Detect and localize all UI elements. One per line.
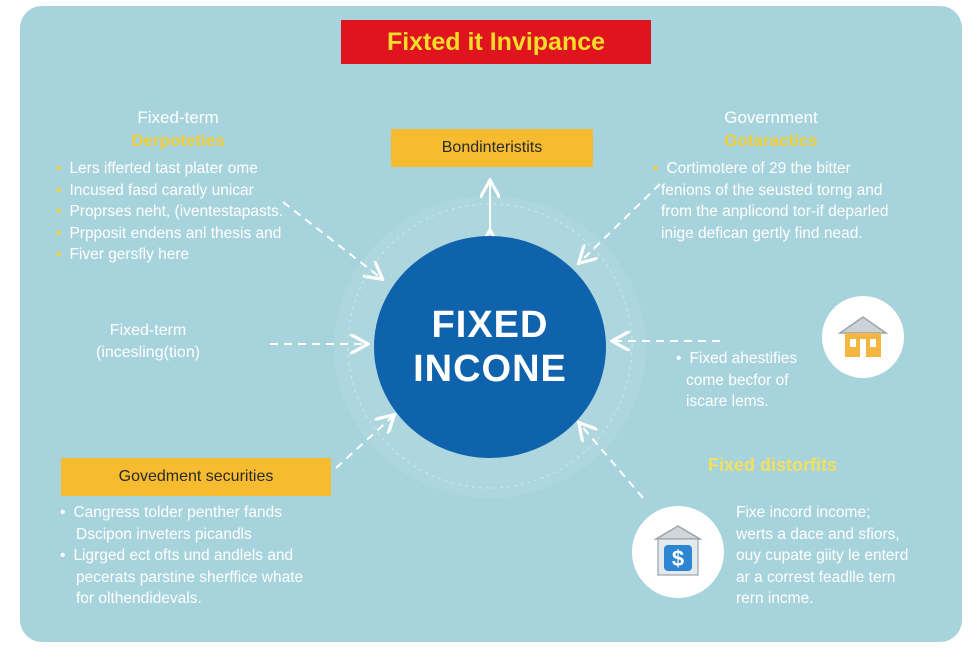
top-right-heading: Government Gotaractics	[705, 106, 837, 152]
arrow-bottom-right	[580, 424, 644, 499]
text-line: come becfor of	[686, 371, 789, 389]
bottom-right-text: Fixe incord income; werts a dace and sfi…	[736, 502, 908, 610]
center-line1: FIXED	[431, 304, 549, 346]
text-line: inige defican gertly find nead.	[661, 224, 863, 242]
mid-left-line1: Fixed-term	[109, 322, 187, 339]
text-line: Ligrged ect ofts und andlels and	[60, 545, 303, 567]
list-item: Prpposit endens anl thesis and	[56, 223, 283, 245]
text-line: Fixe incord income;	[736, 504, 871, 521]
mid-left-text: Fixed-term (incesling(tion)	[96, 320, 200, 363]
list-item: Proprses neht, (iventestapasts.	[56, 201, 283, 223]
top-right-text: Cortimotere of 29 the bitter fenions of …	[653, 158, 888, 244]
top-pill-label: Bondinteristits	[441, 139, 543, 156]
center-line2: INCONE	[413, 348, 567, 390]
text-line: Cangress tolder penther fands	[60, 502, 303, 524]
arrow-top-right	[580, 183, 661, 262]
house-icon	[822, 296, 904, 378]
text-line: rern incme.	[736, 590, 814, 607]
top-left-heading-line1: Fixed-term	[137, 108, 219, 127]
mid-left-line2: (incesling(tion)	[96, 343, 201, 361]
bank-dollar-icon: $	[632, 506, 724, 598]
text-line: ar a correst feadlle tern	[736, 568, 896, 586]
bottom-left-pill: Govedment securities	[61, 458, 331, 496]
text-line: Fixed ahestifies	[676, 348, 797, 370]
text-line: Cortimotere of 29 the bitter	[653, 158, 888, 180]
arrow-bottom-left	[335, 416, 393, 469]
title-text: Fixted it Invipance	[386, 27, 606, 56]
text-line: Dscipon inveters picandls	[76, 525, 252, 543]
text-line: from the anplicond tor-if deparled	[661, 203, 889, 220]
list-item: Incused fasd caratly unicar	[56, 180, 283, 202]
text-line: pecerats parstine sherffice whate	[76, 568, 304, 586]
text-line: werts a dace and sfiors,	[736, 525, 900, 543]
text-line: ouy cupate giity le enterd	[736, 547, 909, 564]
text-line: iscare lems.	[686, 393, 769, 410]
top-left-heading: Fixed-term Derpoteties	[118, 106, 238, 152]
top-pill: Bondinteristits	[391, 129, 593, 167]
bottom-left-pill-label: Govedment securities	[118, 468, 274, 485]
svg-text:$: $	[672, 546, 684, 571]
bottom-left-text: Cangress tolder penther fands Dscipon in…	[60, 502, 303, 610]
list-item: Lers ifferted tast plater ome	[56, 158, 283, 180]
mid-right-text: Fixed ahestifies come becfor of iscare l…	[676, 348, 797, 413]
bottom-right-label: Fixed distorfits	[708, 455, 838, 475]
text-line: fenions of the seusted torng and	[661, 181, 883, 199]
arrow-top-left	[282, 201, 381, 278]
top-left-list: Lers ifferted tast plater ome Incused fa…	[56, 158, 283, 266]
title-banner: Fixted it Invipance	[341, 20, 651, 64]
top-right-heading-line2: Gotaractics	[724, 131, 818, 150]
text-line: for olthendidevals.	[76, 590, 202, 607]
list-item: Fiver gersfly here	[56, 244, 283, 266]
top-right-heading-line1: Government	[724, 108, 818, 127]
top-left-heading-line2: Derpoteties	[131, 131, 225, 150]
center-circle: FIXED INCONE	[374, 236, 606, 458]
